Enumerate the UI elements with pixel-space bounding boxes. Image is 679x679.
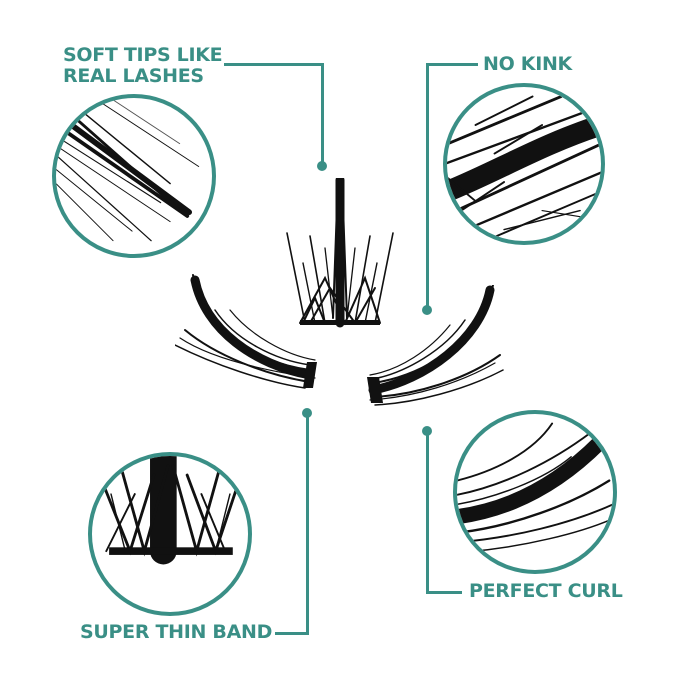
no-kink-connector-v — [426, 63, 429, 308]
perfect-curl-closeup-circle — [453, 410, 617, 574]
no-kink-connector-h — [426, 63, 478, 66]
center-lash-cluster — [285, 178, 395, 328]
no-kink-lash-closeup-icon — [447, 95, 601, 241]
no-kink-label: NO KINK — [483, 53, 572, 75]
soft-tip-lash-closeup-icon — [56, 98, 200, 242]
no-kink-connector-dot — [422, 305, 432, 315]
curl-lash-closeup-icon — [457, 422, 613, 553]
thin-band-connector-dot — [302, 408, 312, 418]
left-lash-cluster — [175, 270, 320, 390]
thin-band-closeup-circle — [88, 452, 252, 616]
right-lash-cluster — [365, 285, 505, 415]
right-lash-cluster-icon — [367, 285, 504, 406]
no-kink-closeup-circle — [443, 83, 605, 245]
thin-band-label: SUPER THIN BAND — [80, 621, 273, 643]
perfect-curl-connector-v — [426, 430, 429, 594]
soft-tips-connector-v — [321, 63, 324, 165]
perfect-curl-connector-dot — [422, 426, 432, 436]
left-lash-cluster-icon — [175, 274, 317, 389]
perfect-curl-connector-h — [426, 591, 462, 594]
perfect-curl-label: PERFECT CURL — [469, 580, 623, 602]
soft-tips-label-line1: SOFT TIPS LIKE — [63, 44, 223, 66]
soft-tips-connector-dot — [317, 161, 327, 171]
thin-band-connector-v — [306, 412, 309, 634]
soft-tips-label: SOFT TIPS LIKE REAL LASHES — [63, 44, 223, 87]
thin-band-connector-h — [275, 632, 309, 635]
soft-tips-connector-h — [224, 63, 324, 66]
soft-tips-label-line2: REAL LASHES — [63, 65, 204, 87]
soft-tips-closeup-circle — [52, 94, 216, 258]
center-lash-cluster-icon — [286, 178, 394, 328]
thin-band-lash-closeup-icon — [100, 456, 241, 565]
